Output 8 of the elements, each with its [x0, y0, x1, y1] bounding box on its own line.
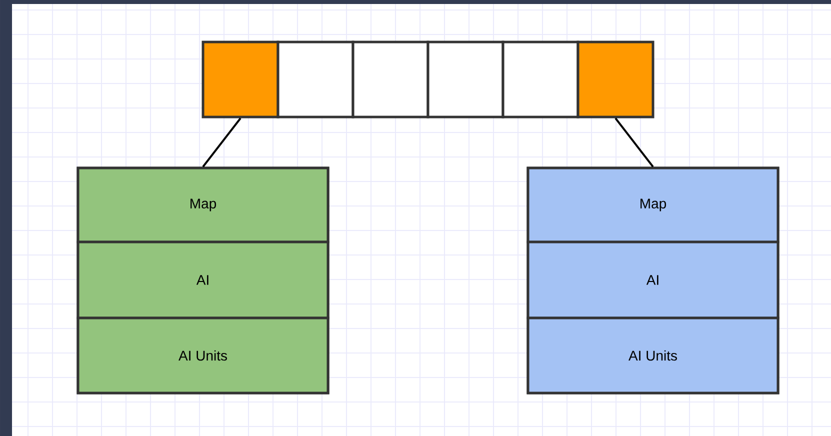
array-cell	[352, 40, 430, 118]
array-cell	[202, 40, 280, 118]
array-cell	[426, 40, 504, 118]
array-cell	[576, 40, 654, 118]
connector-line	[614, 118, 654, 168]
array-cell	[502, 40, 580, 118]
array-cell	[276, 40, 354, 118]
connector-line	[202, 118, 242, 168]
